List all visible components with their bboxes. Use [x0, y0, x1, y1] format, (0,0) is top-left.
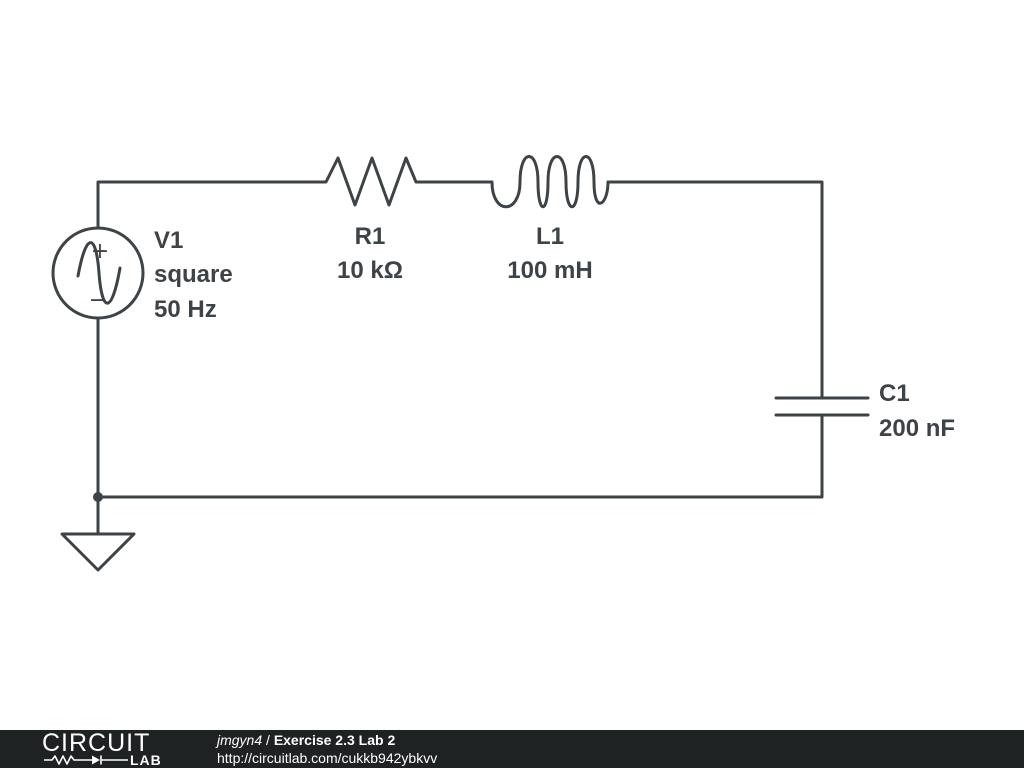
v1-type-label: square [154, 261, 233, 288]
r1-value-label: 10 kΩ [337, 257, 403, 284]
schematic-canvas: + − V1 square 50 Hz R1 10 kΩ L1 100 mH C… [51, 155, 956, 572]
l1-value-label: 100 mH [507, 257, 593, 284]
c1-ref-label: C1 [879, 380, 910, 407]
circuit-meta: jmgyn4 / Exercise 2.3 Lab 2 http://circu… [217, 731, 437, 767]
footer-bar: CIRCUIT LAB jmgyn4 / Exercise 2.3 Lab 2 … [0, 730, 1024, 768]
meta-separator: / [266, 732, 270, 748]
wire-right-bottom [96, 413, 824, 499]
resistor-r1-symbol [316, 156, 424, 207]
v1-ref-label: V1 [154, 227, 184, 254]
circuit-url-link[interactable]: http://circuitlab.com/cukkb942ybkvv [217, 750, 438, 766]
voltage-source-v1-symbol [51, 226, 145, 320]
source-minus-sign: − [89, 288, 107, 313]
logo-circuit-icon [44, 755, 128, 765]
wire-top-right [606, 180, 824, 400]
v1-freq-label: 50 Hz [154, 296, 217, 323]
r1-ref-label: R1 [354, 223, 386, 250]
c1-value-label: 200 nF [879, 415, 956, 442]
source-plus-sign: + [91, 239, 109, 264]
schematic-drawing: + − [51, 155, 870, 572]
wire-top-left [96, 180, 320, 230]
logo-text-lab: LAB [130, 752, 162, 768]
logo-text-circuit: CIRCUIT [42, 729, 151, 757]
inductor-l1-symbol [486, 155, 610, 209]
circuitlab-logo[interactable]: CIRCUIT LAB [42, 730, 174, 768]
l1-ref-label: L1 [535, 223, 564, 250]
junction-node [93, 492, 103, 502]
sine-wave-icon [76, 241, 122, 305]
author-link[interactable]: jmgyn4 [217, 732, 263, 748]
circuit-title[interactable]: Exercise 2.3 Lab 2 [273, 732, 396, 748]
ground-icon [60, 532, 136, 572]
